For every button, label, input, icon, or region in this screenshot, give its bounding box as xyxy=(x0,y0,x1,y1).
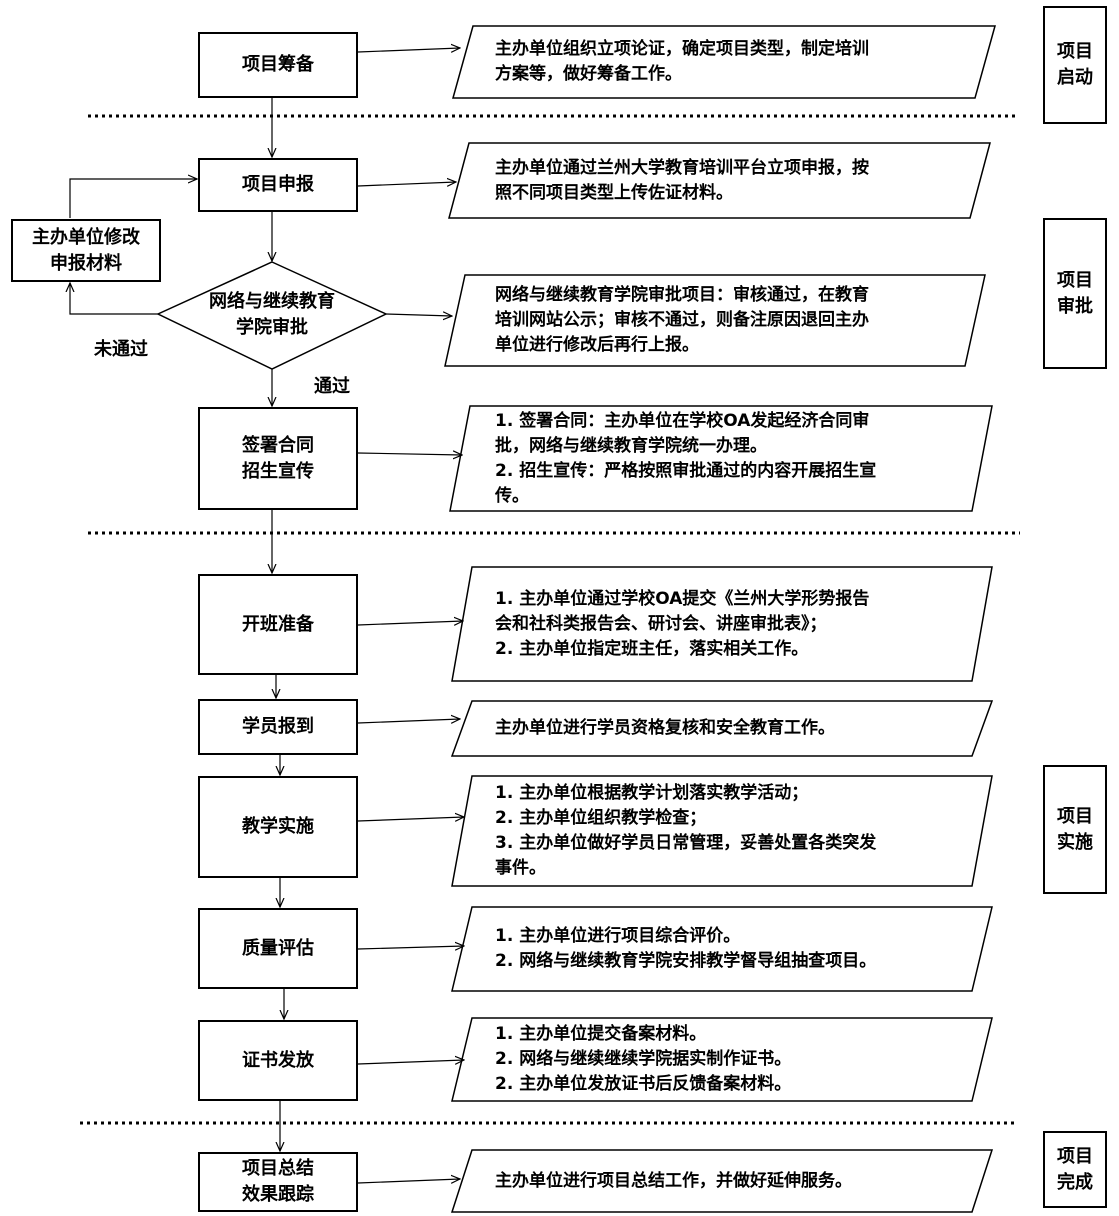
note-quality-line-2: 2. 网络与继续教育学院安排教学督导组抽查项目。 xyxy=(495,951,877,971)
step-certificate: 证书发放 xyxy=(198,1020,358,1101)
note-teaching: 1. 主办单位根据教学计划落实教学活动； 2. 主办单位组织教学检查； 3. 主… xyxy=(495,778,876,884)
note-contract-line-4: 传。 xyxy=(495,485,529,506)
phase-complete: 项目 完成 xyxy=(1043,1131,1107,1208)
phase-start: 项目 启动 xyxy=(1043,6,1107,124)
step-register: 学员报到 xyxy=(198,699,358,755)
phase-review-line-1: 项目 xyxy=(1057,269,1093,291)
step-quality-label: 质量评估 xyxy=(242,937,314,959)
note-contract-line-2: 批，网络与继续教育学院统一办理。 xyxy=(495,435,767,456)
step-summary-line-1: 项目总结 xyxy=(242,1158,314,1179)
note-shape-prep xyxy=(452,25,996,99)
step-register-label: 学员报到 xyxy=(242,716,314,737)
phase-implement-line-1: 项目 xyxy=(1057,805,1093,827)
note-summary-line-1: 主办单位进行项目总结工作，并做好延伸服务。 xyxy=(495,1170,852,1191)
note-approve-line-1: 网络与继续教育学院审批项目：审核通过，在教育 xyxy=(495,285,869,305)
note-class-prep-line-2: 会和社科类报告会、研讨会、讲座审批表》； xyxy=(495,613,827,634)
note-certificate-line-2: 2. 网络与继续继续学院据实制作证书。 xyxy=(495,1049,792,1069)
phase-implement-line-2: 实施 xyxy=(1057,831,1093,853)
step-approve-line-1: 网络与继续教育 xyxy=(209,291,335,312)
note-class-prep-line-1: 1. 主办单位通过学校OA提交《兰州大学形势报告 xyxy=(495,588,870,609)
step-modify-line-2: 申报材料 xyxy=(50,252,122,274)
note-contract: 1. 签署合同：主办单位在学校OA发起经济合同审 批，网络与继续教育学院统一办理… xyxy=(495,408,876,509)
note-teaching-line-4: 事件。 xyxy=(495,858,546,878)
note-register-line-1: 主办单位进行学员资格复核和安全教育工作。 xyxy=(495,718,835,738)
step-teaching: 教学实施 xyxy=(198,776,358,878)
note-prep: 主办单位组织立项论证，确定项目类型，制定培训 方案等，做好筹备工作。 xyxy=(495,28,869,96)
note-approve-line-3: 单位进行修改后再行上报。 xyxy=(495,335,699,355)
step-modify: 主办单位修改 申报材料 xyxy=(11,219,161,282)
step-quality: 质量评估 xyxy=(198,908,358,989)
step-summary-line-2: 效果跟踪 xyxy=(242,1184,314,1205)
step-contract: 签署合同 招生宣传 xyxy=(198,407,358,510)
note-shape-apply xyxy=(448,142,991,219)
flow-arrows xyxy=(70,48,464,1183)
note-shape-approve xyxy=(444,274,986,367)
note-shape-class-prep xyxy=(451,566,993,682)
phase-implement: 项目 实施 xyxy=(1043,765,1107,894)
step-approve: 网络与继续教育 学院审批 xyxy=(182,290,362,340)
note-prep-line-1: 主办单位组织立项论证，确定项目类型，制定培训 xyxy=(495,39,869,59)
step-certificate-label: 证书发放 xyxy=(242,1049,314,1071)
note-contract-line-3: 2. 招生宣传：严格按照审批通过的内容开展招生宣 xyxy=(495,460,877,481)
note-register: 主办单位进行学员资格复核和安全教育工作。 xyxy=(495,703,835,754)
step-approve-line-2: 学院审批 xyxy=(236,317,308,338)
phase-review-line-2: 审批 xyxy=(1057,295,1093,317)
note-certificate-line-1: 1. 主办单位提交备案材料。 xyxy=(495,1024,707,1044)
note-shape-quality xyxy=(451,906,993,992)
step-class-prep: 开班准备 xyxy=(198,574,358,675)
note-prep-line-2: 方案等，做好筹备工作。 xyxy=(495,64,682,84)
note-approve-line-2: 培训网站公示；审核不通过，则备注原因退回主办 xyxy=(495,310,869,330)
step-summary: 项目总结 效果跟踪 xyxy=(198,1152,358,1212)
note-teaching-line-3: 3. 主办单位做好学员日常管理，妥善处置各类突发 xyxy=(495,833,877,853)
note-apply: 主办单位通过兰州大学教育培训平台立项申报，按 照不同项目类型上传佐证材料。 xyxy=(495,145,869,216)
note-class-prep: 1. 主办单位通过学校OA提交《兰州大学形势报告 会和社科类报告会、研讨会、讲座… xyxy=(495,569,869,679)
phase-start-line-2: 启动 xyxy=(1057,67,1093,88)
phase-start-line-1: 项目 xyxy=(1057,41,1093,62)
note-shape-register xyxy=(450,700,994,757)
note-teaching-line-2: 2. 主办单位组织教学检查； xyxy=(495,808,707,828)
note-summary: 主办单位进行项目总结工作，并做好延伸服务。 xyxy=(495,1152,852,1210)
phase-review: 项目 审批 xyxy=(1043,218,1107,369)
note-certificate-line-3: 2. 主办单位发放证书后反馈备案材料。 xyxy=(495,1074,792,1094)
step-contract-line-1: 签署合同 xyxy=(242,434,314,456)
note-approve: 网络与继续教育学院审批项目：审核通过，在教育 培训网站公示；审核不通过，则备注原… xyxy=(495,277,869,364)
step-apply-label: 项目申报 xyxy=(242,174,314,195)
note-quality: 1. 主办单位进行项目综合评价。 2. 网络与继续教育学院安排教学督导组抽查项目… xyxy=(495,909,876,989)
phase-complete-line-2: 完成 xyxy=(1057,1171,1093,1193)
note-quality-line-1: 1. 主办单位进行项目综合评价。 xyxy=(495,926,741,946)
edge-label-fail: 未通过 xyxy=(94,339,148,360)
step-prep: 项目筹备 xyxy=(198,32,358,98)
note-shape-contract xyxy=(449,405,993,512)
edge-label-pass: 通过 xyxy=(314,376,350,397)
note-shape-certificate xyxy=(451,1017,993,1102)
step-apply: 项目申报 xyxy=(198,158,358,212)
step-contract-line-2: 招生宣传 xyxy=(242,460,314,482)
note-apply-line-1: 主办单位通过兰州大学教育培训平台立项申报，按 xyxy=(495,157,869,178)
note-certificate: 1. 主办单位提交备案材料。 2. 网络与继续继续学院据实制作证书。 2. 主办… xyxy=(495,1020,791,1099)
note-apply-line-2: 照不同项目类型上传佐证材料。 xyxy=(495,182,733,203)
step-class-prep-label: 开班准备 xyxy=(242,613,314,635)
step-modify-line-1: 主办单位修改 xyxy=(32,226,140,248)
note-class-prep-line-3: 2. 主办单位指定班主任，落实相关工作。 xyxy=(495,638,809,659)
step-teaching-label: 教学实施 xyxy=(242,816,314,837)
step-prep-label: 项目筹备 xyxy=(242,54,314,75)
note-teaching-line-1: 1. 主办单位根据教学计划落实教学活动； xyxy=(495,783,809,803)
phase-complete-line-1: 项目 xyxy=(1057,1145,1093,1167)
note-contract-line-1: 1. 签署合同：主办单位在学校OA发起经济合同审 xyxy=(495,410,870,431)
note-shape-teaching xyxy=(451,775,993,887)
note-shape-summary xyxy=(450,1149,994,1213)
